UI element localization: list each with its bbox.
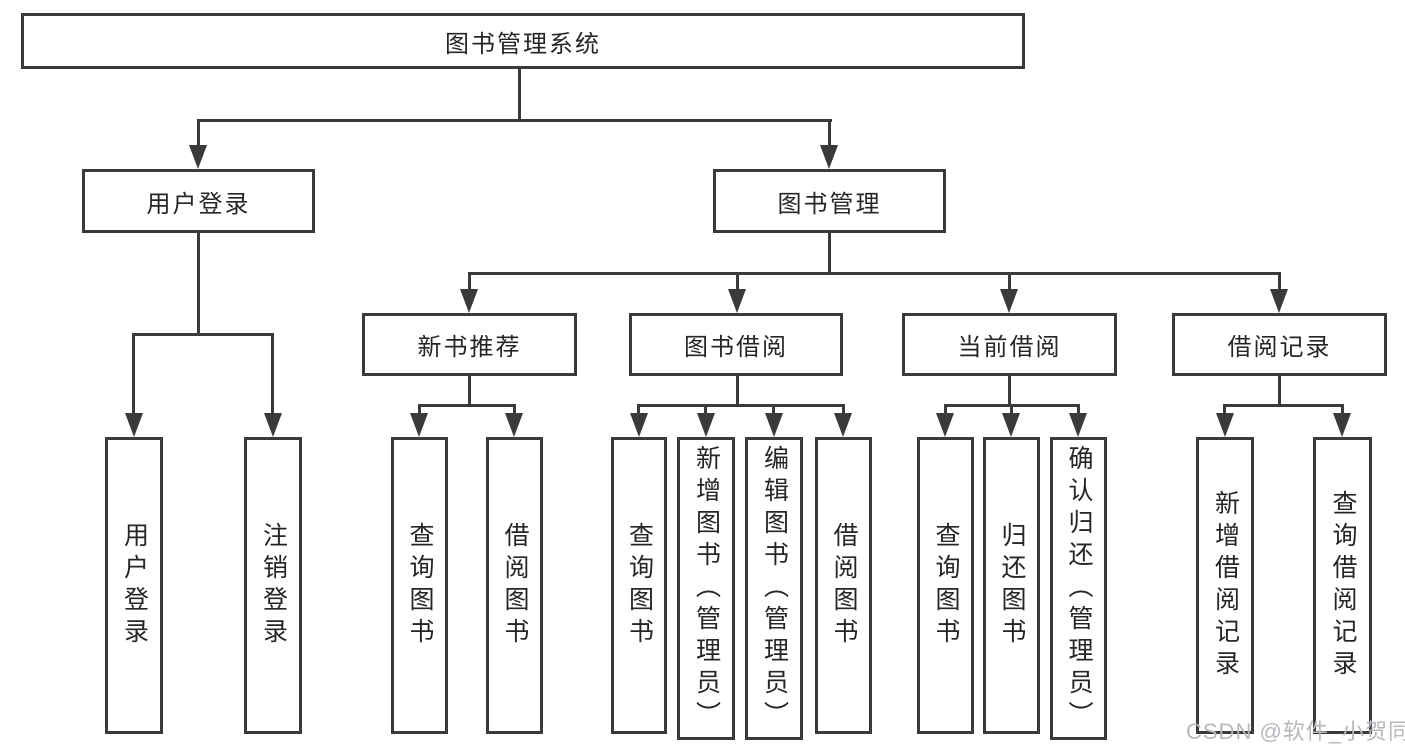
arrowhead	[1000, 289, 1018, 313]
connector-stem	[637, 404, 640, 417]
node-leaf-add-borrow-record: 新增借阅记录	[1196, 437, 1254, 734]
arrowhead	[1069, 413, 1087, 437]
arrowhead	[1270, 289, 1288, 313]
node-new-book-recommend: 新书推荐	[362, 313, 577, 376]
connector-trunk	[736, 376, 739, 407]
node-leaf-borrow-book: 借阅图书	[815, 437, 872, 734]
connector-user-login-trunk	[197, 233, 200, 336]
connector-user-login-bar	[132, 333, 274, 336]
arrowhead	[460, 289, 478, 313]
connector-stem	[468, 272, 471, 294]
arrowhead	[728, 289, 746, 313]
node-leaf-query-book-current: 查询图书	[917, 437, 974, 734]
arrowhead	[765, 413, 783, 437]
arrowhead	[1002, 413, 1020, 437]
arrowhead	[125, 413, 143, 437]
connector-stem	[1008, 272, 1011, 294]
arrowhead	[1216, 413, 1234, 437]
node-leaf-logout: 注销登录	[244, 437, 302, 734]
node-leaf-query-book-recommend: 查询图书	[391, 437, 448, 734]
connector-bar	[418, 404, 516, 407]
arrowhead	[264, 413, 282, 437]
connector-stem	[1010, 404, 1013, 417]
connector-stem	[828, 119, 831, 149]
csdn-watermark: CSDN @软件_小贺同学	[1186, 719, 1405, 744]
arrowhead	[189, 145, 207, 169]
node-leaf-add-book-admin: 新增图书（管理员）	[677, 437, 735, 740]
node-current-borrow: 当前借阅	[902, 313, 1117, 376]
connector-stem	[772, 404, 775, 417]
arrowhead	[936, 413, 954, 437]
connector-stem	[513, 404, 516, 417]
node-leaf-query-book-borrow: 查询图书	[611, 437, 667, 734]
connector-trunk	[468, 376, 471, 407]
connector-book-mgmt-trunk	[828, 233, 831, 275]
connector-stem	[1223, 404, 1226, 417]
arrowhead	[630, 413, 648, 437]
node-leaf-confirm-return-admin: 确认归还（管理员）	[1050, 437, 1107, 740]
connector-stem	[842, 404, 845, 417]
connector-stem	[1278, 272, 1281, 294]
connector-stem	[197, 119, 200, 149]
node-leaf-return-book: 归还图书	[983, 437, 1040, 734]
node-leaf-query-borrow-record: 查询借阅记录	[1313, 437, 1372, 734]
node-leaf-edit-book-admin: 编辑图书（管理员）	[745, 437, 803, 740]
arrowhead	[505, 413, 523, 437]
connector-trunk	[1008, 376, 1011, 407]
arrowhead	[697, 413, 715, 437]
node-leaf-user-login: 用户登录	[105, 437, 163, 734]
connector-book-mgmt-bar	[468, 272, 1281, 275]
node-leaf-borrow-book-recommend: 借阅图书	[486, 437, 543, 734]
node-root: 图书管理系统	[21, 13, 1025, 69]
arrowhead	[820, 145, 838, 169]
arrowhead	[410, 413, 428, 437]
node-book-management: 图书管理	[713, 169, 946, 233]
arrowhead	[1333, 413, 1351, 437]
connector-trunk	[1278, 376, 1281, 407]
node-user-login: 用户登录	[82, 169, 315, 233]
connector-stem	[418, 404, 421, 417]
connector-stem	[704, 404, 707, 417]
connector-root-trunk	[518, 69, 521, 122]
node-borrow-record: 借阅记录	[1172, 313, 1387, 376]
connector-stem	[944, 404, 947, 417]
connector-stem	[271, 333, 274, 417]
node-book-borrow: 图书借阅	[629, 313, 843, 376]
connector-stem	[132, 333, 135, 417]
connector-bar	[1223, 404, 1344, 407]
connector-bar	[637, 404, 845, 407]
connector-stem	[736, 272, 739, 294]
connector-stem	[1341, 404, 1344, 417]
connector-stem	[1077, 404, 1080, 417]
arrowhead	[834, 413, 852, 437]
connector-root-bar	[198, 119, 832, 122]
